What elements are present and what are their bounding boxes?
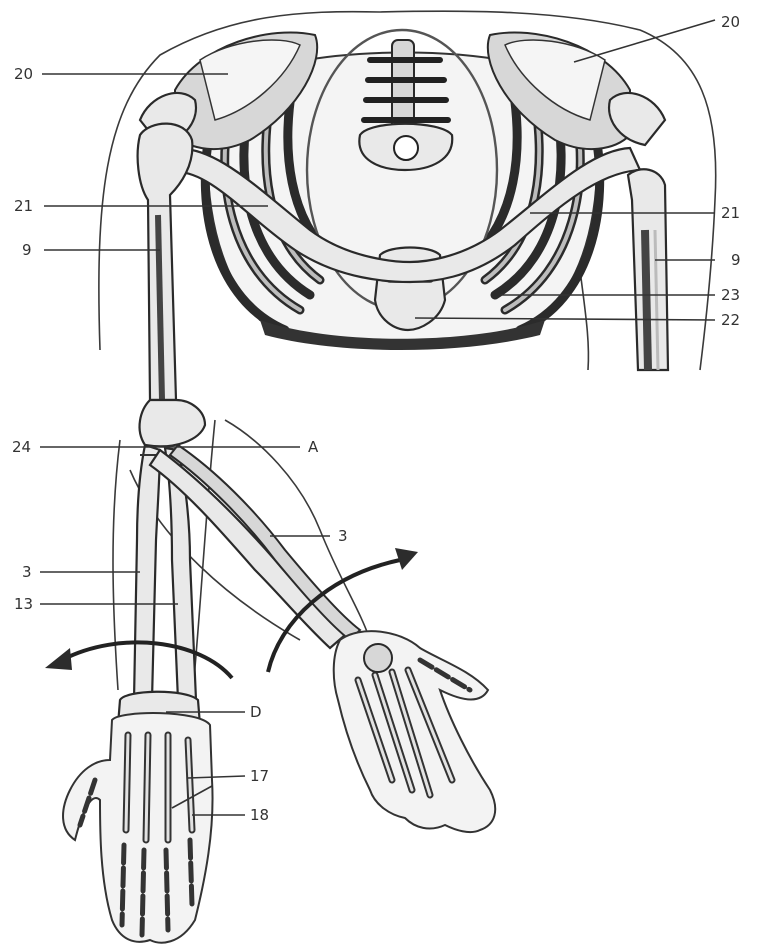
- label-radius-upright: 3: [22, 563, 32, 581]
- label-humerus-right: 9: [731, 251, 741, 269]
- label-scapula-left: 20: [14, 65, 33, 83]
- label-phalanges: 18: [250, 806, 269, 824]
- label-scapula-right: 20: [721, 13, 740, 31]
- hand-upright: [63, 713, 213, 943]
- label-sternum: 22: [721, 311, 740, 329]
- label-clavicle-left: 21: [14, 197, 33, 215]
- label-clavicle-right: 21: [721, 204, 740, 222]
- label-radius-rotated: 3: [338, 527, 348, 545]
- label-metacarpals: 17: [250, 767, 269, 785]
- label-ulna: 13: [14, 595, 33, 613]
- label-position-d: D: [250, 703, 262, 721]
- label-first-rib: 23: [721, 286, 740, 304]
- label-elbow: 24: [12, 438, 31, 456]
- humerus-right: [628, 169, 668, 370]
- hand-rotated: [334, 631, 495, 832]
- label-position-a: A: [308, 438, 319, 456]
- label-humerus-left: 9: [22, 241, 32, 259]
